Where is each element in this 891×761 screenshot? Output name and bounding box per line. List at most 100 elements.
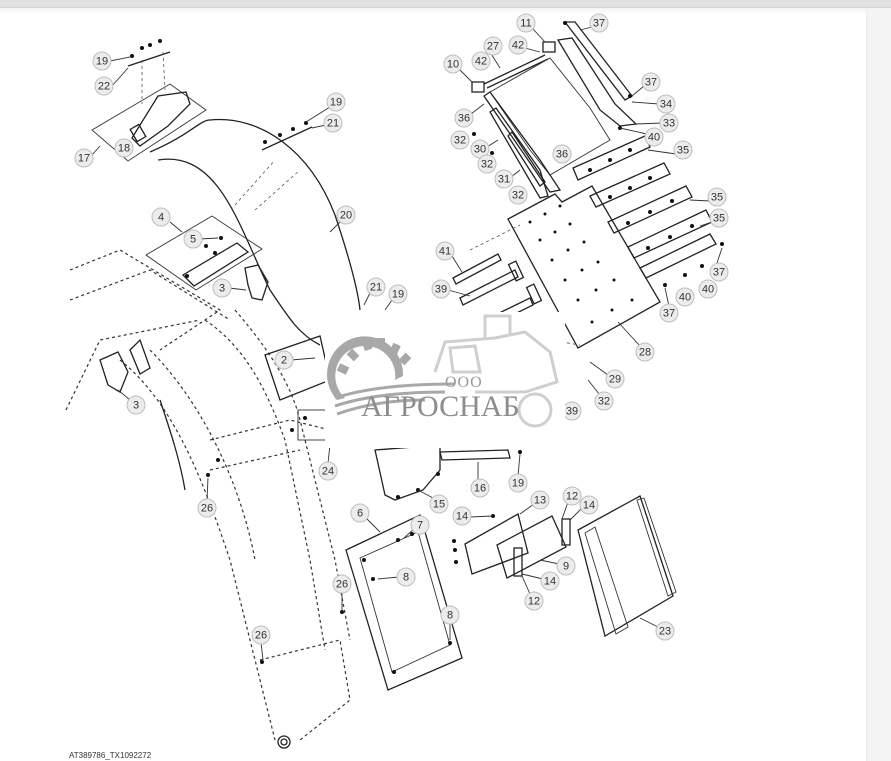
callout-circle xyxy=(656,94,676,114)
callout-circle xyxy=(94,76,114,96)
callout-13: 13 xyxy=(530,490,550,510)
strips-35 xyxy=(572,135,724,287)
leader-lines xyxy=(91,26,723,661)
callout-circle xyxy=(326,92,346,112)
callout-9: 9 xyxy=(556,556,576,576)
callout-number: 42 xyxy=(475,56,487,68)
callout-3: 3 xyxy=(212,278,232,298)
callout-circle xyxy=(562,486,582,506)
callout-18: 18 xyxy=(114,138,134,158)
callout-17: 17 xyxy=(74,148,94,168)
callout-number: 37 xyxy=(645,77,657,89)
callout-circle xyxy=(530,490,550,510)
callout-number: 32 xyxy=(598,396,610,408)
callout-circle xyxy=(323,113,343,133)
callout-circle xyxy=(516,13,536,33)
callout-number: 33 xyxy=(663,118,675,130)
callout-number: 9 xyxy=(563,561,569,573)
watermark-company-name: АГРОСНАБ xyxy=(361,390,520,423)
callout-19: 19 xyxy=(508,473,528,493)
callout-40: 40 xyxy=(698,279,718,299)
callout-number: 35 xyxy=(711,192,723,204)
callout-27: 27 xyxy=(483,36,503,56)
callout-circle xyxy=(508,35,528,55)
callout-circle xyxy=(494,169,514,189)
callout-number: 3 xyxy=(219,283,225,295)
callout-number: 23 xyxy=(659,626,671,638)
callout-37: 37 xyxy=(709,262,729,282)
callout-number: 34 xyxy=(660,99,672,111)
callout-circle xyxy=(635,342,655,362)
callout-number: 41 xyxy=(439,246,451,258)
callout-number: 40 xyxy=(679,292,691,304)
callout-circle xyxy=(126,395,146,415)
callout-26: 26 xyxy=(197,498,217,518)
callout-circle xyxy=(552,144,572,164)
callout-26: 26 xyxy=(332,574,352,594)
panels-9-13 xyxy=(452,513,571,579)
callout-circle xyxy=(508,473,528,493)
callout-circle xyxy=(388,284,408,304)
callout-number: 21 xyxy=(327,118,339,130)
callout-4: 4 xyxy=(151,207,171,227)
callout-8: 8 xyxy=(440,605,460,625)
watermark-graphic xyxy=(327,314,559,428)
callout-32: 32 xyxy=(450,130,470,150)
floor-plate-28 xyxy=(469,185,661,349)
callout-32: 32 xyxy=(508,185,528,205)
callout-circle xyxy=(644,127,664,147)
field-stripes-icon xyxy=(334,382,456,416)
callout-circle xyxy=(366,277,386,297)
callout-circle xyxy=(556,556,576,576)
callout-19: 19 xyxy=(92,51,112,71)
callout-circle xyxy=(183,229,203,249)
callout-22: 22 xyxy=(94,76,114,96)
callout-circle xyxy=(332,574,352,594)
callout-circle xyxy=(350,503,370,523)
top-toolbar-strip xyxy=(0,0,891,8)
callout-number: 26 xyxy=(336,579,348,591)
callout-number: 7 xyxy=(417,520,423,532)
callout-28: 28 xyxy=(635,342,655,362)
fender-panel-20 xyxy=(157,118,361,346)
callout-number: 19 xyxy=(392,289,404,301)
callout-16: 16 xyxy=(470,478,490,498)
callout-circle xyxy=(443,54,463,74)
callout-circle xyxy=(470,478,490,498)
callout-32: 32 xyxy=(477,154,497,174)
callout-31: 31 xyxy=(494,169,514,189)
callout-circle xyxy=(251,625,271,645)
callout-number: 8 xyxy=(403,572,409,584)
combine-harvester-icon xyxy=(433,314,559,428)
callout-circle xyxy=(698,279,718,299)
callout-3: 3 xyxy=(126,395,146,415)
callout-number: 14 xyxy=(544,576,556,588)
callout-circle xyxy=(435,241,455,261)
callout-number: 12 xyxy=(566,491,578,503)
callout-number: 19 xyxy=(512,478,524,490)
callout-circle xyxy=(477,154,497,174)
callout-circle xyxy=(540,571,560,591)
callout-number: 17 xyxy=(78,153,90,165)
callout-circle xyxy=(483,36,503,56)
callout-number: 3 xyxy=(133,400,139,412)
callout-14: 14 xyxy=(579,495,599,515)
callout-circle xyxy=(318,461,338,481)
exploded-parts-diagram: 1922171819212045321192324261137422710423… xyxy=(65,13,729,749)
right-scrollbar-track[interactable] xyxy=(866,8,891,761)
callout-number: 8 xyxy=(447,610,453,622)
callout-37: 37 xyxy=(641,72,661,92)
callout-7: 7 xyxy=(410,515,430,535)
callout-number: 32 xyxy=(512,190,524,202)
callout-number: 16 xyxy=(474,483,486,495)
callout-circle xyxy=(579,495,599,515)
callout-15: 15 xyxy=(429,494,449,514)
callout-2: 2 xyxy=(274,350,294,370)
panel-6 xyxy=(345,514,463,691)
callout-24: 24 xyxy=(318,461,338,481)
callout-number: 19 xyxy=(330,97,342,109)
callout-circle xyxy=(675,287,695,307)
callout-number: 42 xyxy=(512,40,524,52)
callout-number: 36 xyxy=(556,149,568,161)
panel-4 xyxy=(145,215,269,301)
